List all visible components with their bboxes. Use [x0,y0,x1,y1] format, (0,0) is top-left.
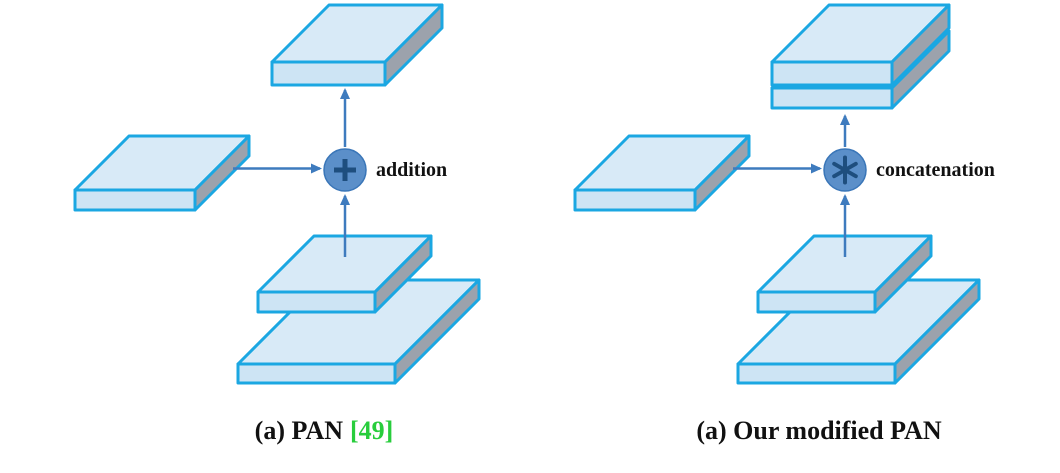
modified-pan-diagram [573,3,981,385]
upsampled-feature-map [756,234,933,314]
addition-operator-node [323,148,367,192]
caption-pan-text: (a) PAN [254,416,343,445]
addition-label: addition [376,159,448,181]
caption-modified-pan: (a) Our modified PAN [669,416,969,446]
caption-pan-citation: [49] [350,416,394,445]
pan-diagram [73,3,481,385]
caption-pan: (a) PAN[49] [194,416,454,446]
concatenated-output-upper-layer [770,3,951,87]
output-feature-map [270,3,444,87]
concatenation-label: concatenation [876,159,995,181]
lateral-feature-map [73,134,251,212]
caption-modified-pan-text: (a) Our modified PAN [696,416,942,445]
asterisk-icon [832,155,858,185]
upsampled-feature-map [256,234,433,314]
concatenation-operator-node [823,148,867,192]
backbone-feature-map [236,278,481,385]
lateral-feature-map [573,134,751,212]
plus-icon [334,159,356,181]
